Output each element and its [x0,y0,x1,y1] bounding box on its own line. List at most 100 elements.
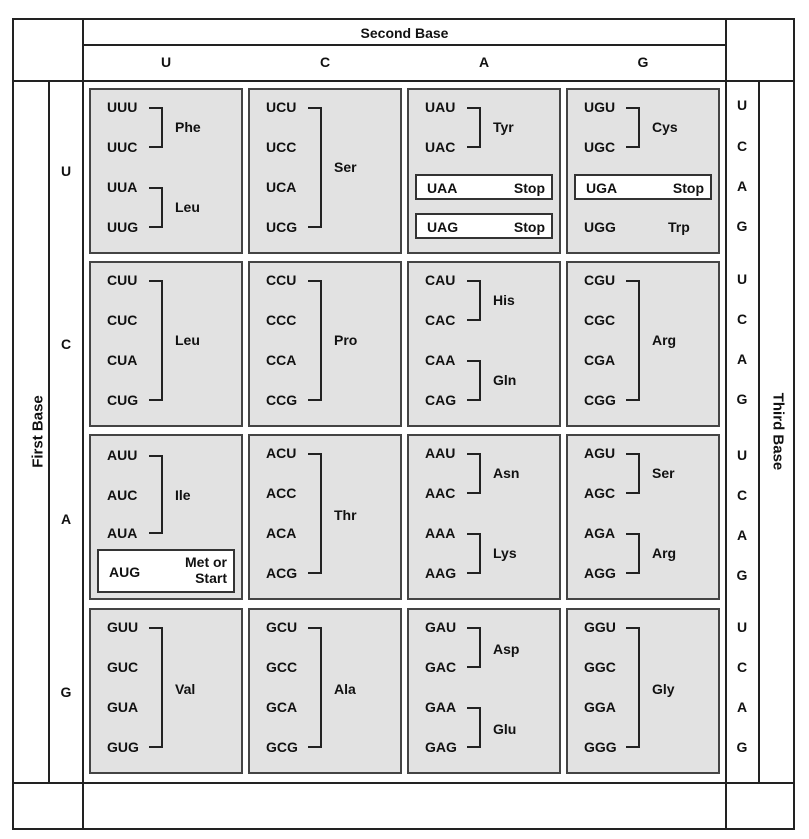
second-base-letter-c: C [319,54,331,70]
codon: ACG [266,565,298,581]
codon-cell-gu: GUU GUC GUA GUG Val [89,608,243,774]
amino-acid: Lys [493,545,517,561]
codon-cell-ga: GAU GAC GAA GAG Asp Glu [407,608,561,774]
codon: UGA [586,180,618,196]
codon: AUC [107,487,138,503]
codon-cell-cc: CCU CCC CCA CCG Pro [248,261,402,427]
codon: GCG [266,739,298,755]
codon: UCC [266,139,297,155]
divider [12,782,795,784]
amino-acid: Cys [652,119,678,135]
stop-label: Stop [513,219,545,235]
bracket [308,627,322,748]
third-base-letter: G [736,567,748,583]
codon: GGU [584,619,616,635]
codon: UUU [107,99,138,115]
third-base-letter: U [736,619,748,635]
amino-acid: Gln [493,372,517,388]
codon-cell-cg: CGU CGC CGA CGG Arg [566,261,720,427]
bracket [467,533,481,574]
codon: ACA [266,525,297,541]
second-base-letter-g: G [637,54,649,70]
third-base-letter: G [736,218,748,234]
codon: AAA [425,525,456,541]
codon: CUU [107,272,138,288]
codon: CGA [584,352,616,368]
third-base-letter: C [736,311,748,327]
codon: AGA [584,525,616,541]
codon: GGC [584,659,616,675]
codon: GCU [266,619,298,635]
amino-acid: Ala [334,681,356,697]
bracket [626,533,640,574]
codon-cell-ua: UAU UAC Tyr UAA Stop UAG Stop [407,88,561,254]
third-base-letter: A [736,699,748,715]
bracket [626,107,640,148]
codon: AGU [584,445,616,461]
third-base-letter: A [736,178,748,194]
first-base-letter-u: U [60,163,72,179]
bracket [149,627,163,748]
codon-cell-ac: ACU ACC ACA ACG Thr [248,434,402,600]
bracket [149,455,163,534]
bracket [149,187,163,228]
codon-cell-aa: AAU AAC AAA AAG Asn Lys [407,434,561,600]
third-base-letter: U [736,271,748,287]
codon-cell-ug: UGU UGC Cys UGA Stop UGG Trp [566,88,720,254]
codon: CCU [266,272,297,288]
third-base-letter: C [736,659,748,675]
third-base-letter: C [736,487,748,503]
codon: GAU [425,619,457,635]
amino-acid: Asn [493,465,520,481]
codon-cell-ag: AGU AGC AGA AGG Ser Arg [566,434,720,600]
codon: AAG [425,565,457,581]
bracket [467,627,481,668]
codon: ACC [266,485,297,501]
codon-cell-ca: CAU CAC CAA CAG His Gln [407,261,561,427]
bracket [626,453,640,494]
amino-acid: Leu [175,332,200,348]
codon: GAA [425,699,457,715]
first-base-letter-c: C [60,336,72,352]
codon-cell-au: AUU AUC AUA Ile AUG Met or Start [89,434,243,600]
codon: ACU [266,445,297,461]
codon: AAU [425,445,456,461]
divider [758,80,760,782]
codon: CAC [425,312,456,328]
codon: UAC [425,139,456,155]
codon: GUA [107,699,139,715]
codon: AGC [584,485,616,501]
first-base-label: First Base [29,395,47,468]
codon: CUA [107,352,138,368]
codon-table [12,18,795,830]
divider [48,80,50,782]
codon: UGU [584,99,616,115]
divider [12,80,795,82]
amino-acid: Ile [175,487,191,503]
codon-cell-cu: CUU CUC CUA CUG Leu [89,261,243,427]
codon: AGG [584,565,616,581]
first-base-letter-g: G [60,684,72,700]
bracket [467,453,481,494]
codon: UUC [107,139,138,155]
bracket [308,280,322,401]
start-label: Met or Start [185,554,227,587]
stop-codon-box: UAG Stop [415,213,553,239]
amino-acid: Val [175,681,196,697]
third-base-letter: A [736,351,748,367]
first-base-letter-a: A [60,511,72,527]
codon-cell-gc: GCU GCC GCA GCG Ala [248,608,402,774]
bracket [308,453,322,574]
codon: CCG [266,392,298,408]
bracket [149,107,163,148]
stop-codon-box: UAA Stop [415,174,553,200]
codon: CAA [425,352,456,368]
stop-codon-box: UGA Stop [574,174,712,200]
codon: UUG [107,219,139,235]
codon: UAU [425,99,456,115]
stop-label: Stop [672,180,704,196]
codon: CUC [107,312,138,328]
divider [82,44,727,46]
third-base-letter: U [736,447,748,463]
divider [725,18,727,830]
